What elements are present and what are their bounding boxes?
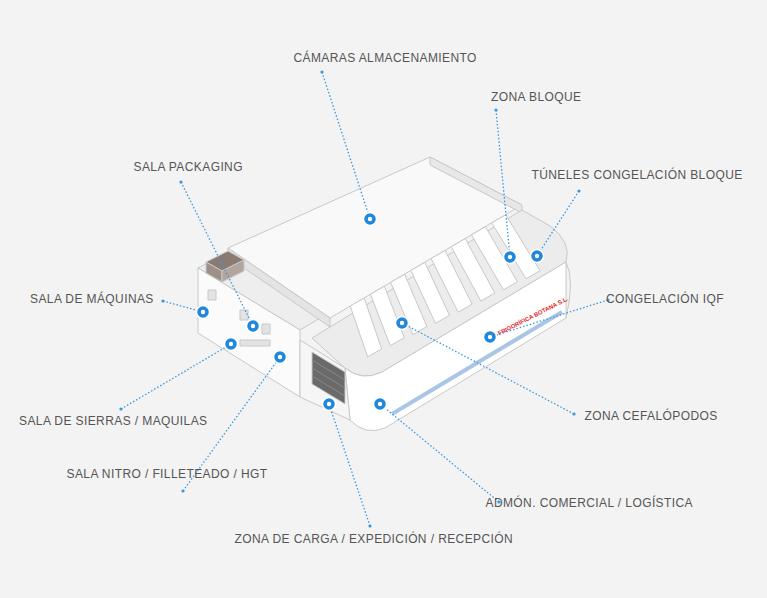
leader-ends bbox=[119, 70, 609, 527]
round-end bbox=[566, 262, 571, 318]
callout-label: SALA NITRO / FILLETEADO / HGT bbox=[67, 467, 268, 481]
callout-dot-center bbox=[400, 321, 404, 325]
callout-dot bbox=[484, 331, 497, 344]
callout-dot-center bbox=[488, 335, 492, 339]
callout-label: SALA DE SIERRAS / MAQUILAS bbox=[19, 414, 207, 428]
sawtooth-step bbox=[492, 215, 540, 279]
callout-dot bbox=[323, 398, 336, 411]
callout-dot-center bbox=[229, 342, 233, 346]
leader-lines bbox=[121, 72, 608, 526]
callout-label: ADMÓN. COMERCIAL / LOGÍSTICA bbox=[486, 496, 693, 510]
callout-label: ZONA CEFALÓPODOS bbox=[585, 409, 718, 423]
callout-label: ZONA DE CARGA / EXPEDICIÓN / RECEPCIÓN bbox=[235, 532, 514, 546]
callout-dot bbox=[396, 317, 409, 330]
front-wall bbox=[345, 262, 566, 431]
callout-dots bbox=[197, 213, 544, 411]
callout-label: SALA PACKAGING bbox=[134, 160, 243, 174]
callout-dot bbox=[364, 213, 377, 226]
callout-dot bbox=[197, 306, 210, 319]
callout-dot bbox=[374, 398, 387, 411]
callout-label: ZONA BLOQUE bbox=[491, 90, 581, 104]
company-sign: FRIGORÍFICA BOTANA S.L. bbox=[497, 296, 569, 337]
callout-dot-center bbox=[327, 402, 331, 406]
callout-dot bbox=[247, 320, 260, 333]
callout-label: TÚNELES CONGELACIÓN BLOQUE bbox=[532, 168, 743, 182]
callout-dot-center bbox=[278, 355, 282, 359]
callout-label: CONGELACIÓN IQF bbox=[606, 292, 724, 306]
loading-wall bbox=[300, 340, 350, 420]
loading-door bbox=[312, 352, 345, 404]
callout-label: CÁMARAS ALMACENAMIENTO bbox=[294, 51, 477, 65]
callout-dot bbox=[225, 338, 238, 351]
callout-dot-center bbox=[368, 217, 372, 221]
callout-label: SALA DE MÁQUINAS bbox=[30, 292, 154, 306]
callout-dot-center bbox=[535, 254, 539, 258]
callout-dot-center bbox=[251, 324, 255, 328]
callout-dot bbox=[274, 351, 287, 364]
callout-dot-center bbox=[508, 255, 512, 259]
callout-dot bbox=[531, 250, 544, 263]
main-roof-edge bbox=[430, 157, 522, 213]
callout-dot-center bbox=[201, 310, 205, 314]
callout-dot-center bbox=[378, 402, 382, 406]
callout-dot bbox=[504, 251, 517, 264]
